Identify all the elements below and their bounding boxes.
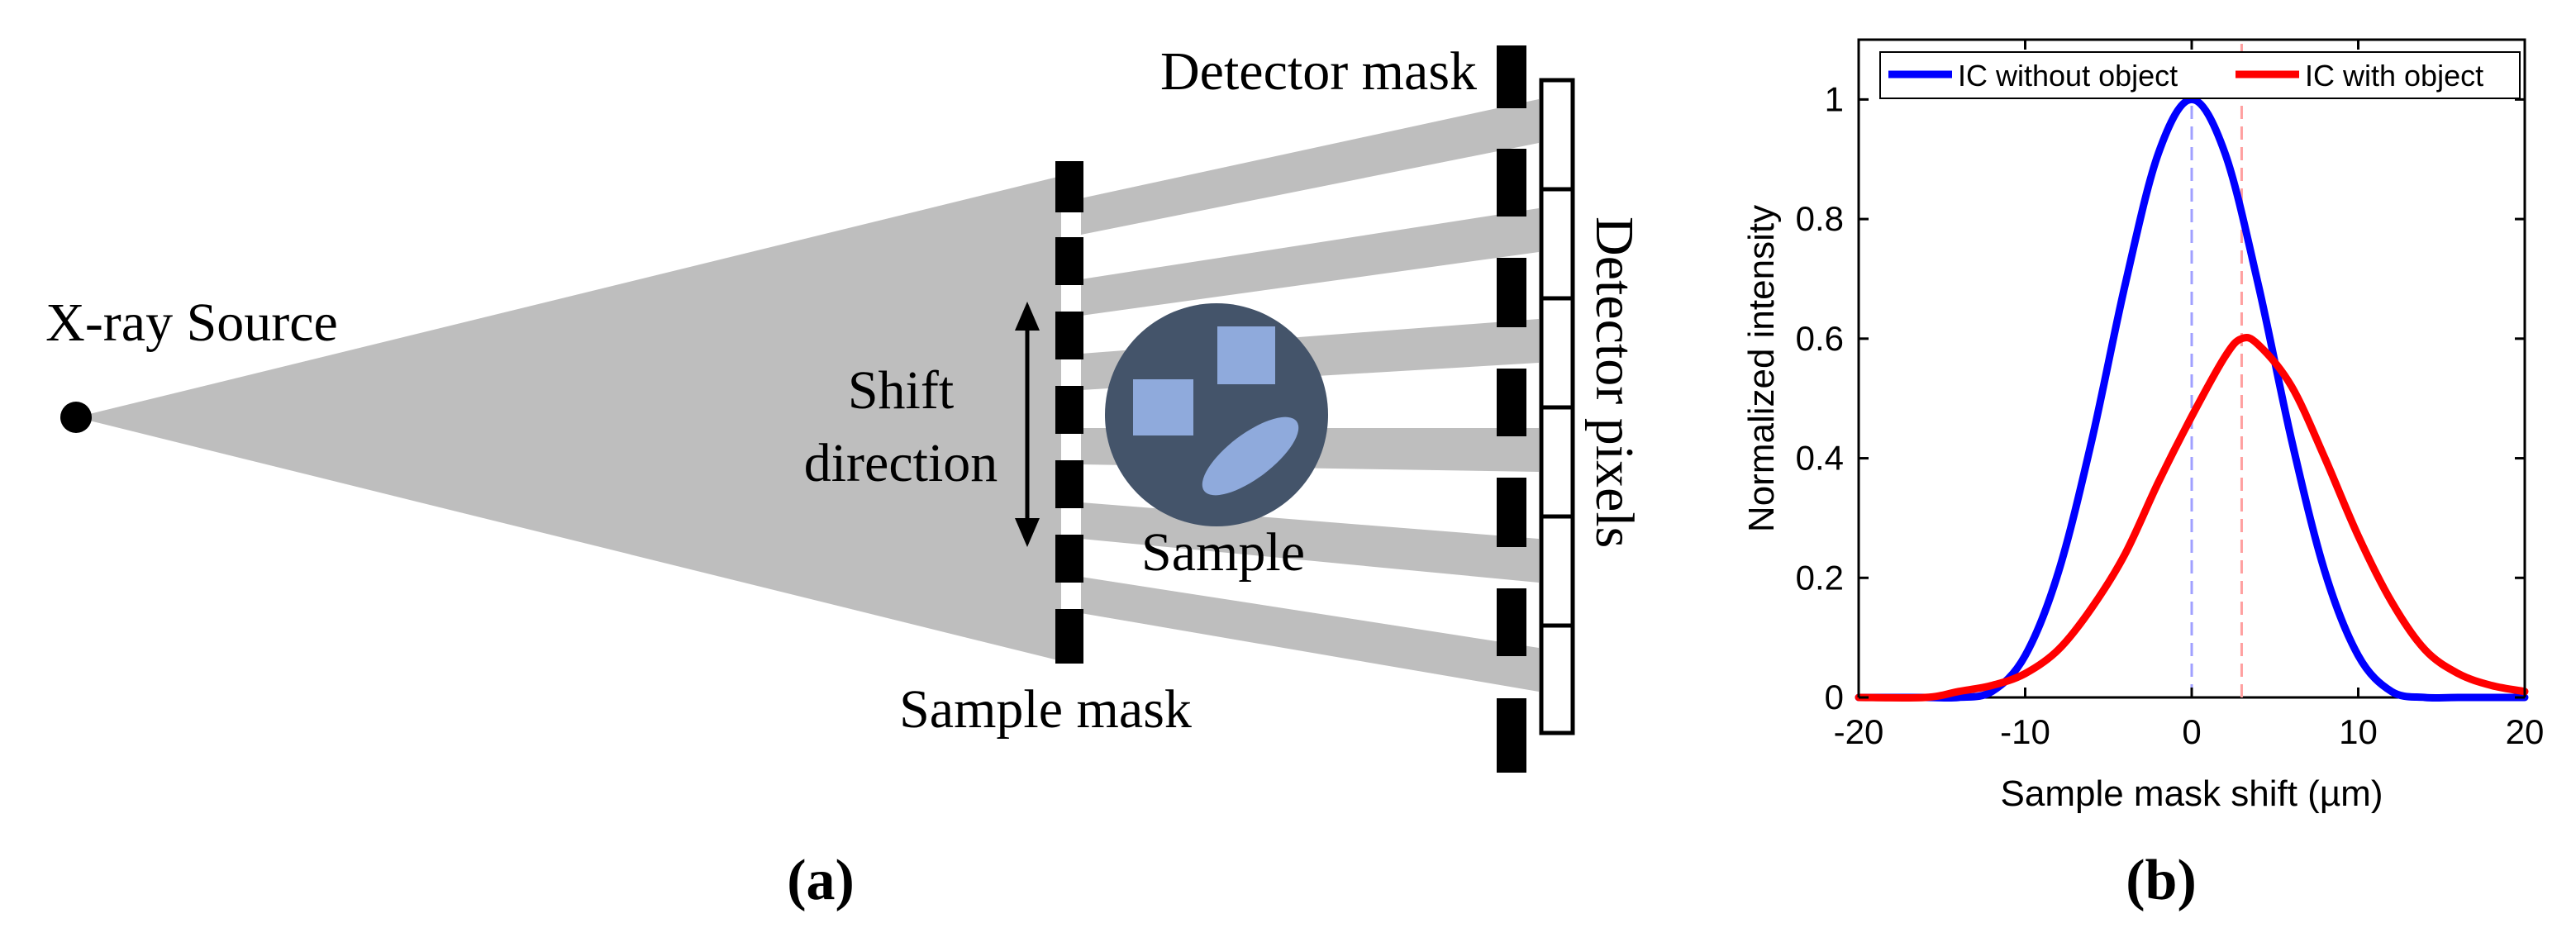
legend-label-without-object: IC without object <box>1958 59 2178 93</box>
y-axis-ticks: 0 0.2 0.4 0.6 0.8 1 <box>1796 79 2525 716</box>
sample-mask-bar <box>1055 312 1083 359</box>
peak-markers <box>2190 40 2243 697</box>
detector-mask <box>1497 45 1526 773</box>
sample-mask-bar <box>1055 386 1083 434</box>
detector-pixel <box>1539 187 1575 301</box>
detector-mask-bar <box>1497 698 1526 773</box>
detector-mask-bar <box>1497 478 1526 547</box>
source-label: X-ray Source <box>45 293 338 353</box>
detector-mask-bar <box>1497 258 1526 327</box>
panel-b-label: (b) <box>2126 849 2197 912</box>
panel-a-label: (a) <box>787 849 855 912</box>
x-axis-label: Sample mask shift (µm) <box>2001 773 2383 814</box>
series-line-without-object <box>1855 95 2529 702</box>
detector-mask-label: Detector mask <box>1160 41 1477 102</box>
detector-pixel <box>1539 78 1575 192</box>
y-axis-label: Normalized intensity <box>1741 205 1782 532</box>
detector-mask-bar <box>1497 149 1526 217</box>
detector-pixel <box>1539 405 1575 519</box>
y-tick-label: 0.8 <box>1796 199 1844 238</box>
sample-mask-label: Sample mask <box>899 679 1192 740</box>
detector-mask-bar <box>1497 369 1526 436</box>
xray-beam-cone <box>76 176 1061 661</box>
sample-square-feature <box>1217 326 1275 384</box>
shift-label-line1: Shift <box>848 360 954 421</box>
sample-ellipse-feature <box>1202 416 1299 496</box>
y-tick-label: 0.2 <box>1796 558 1844 597</box>
legend-box <box>1879 51 2521 99</box>
shift-direction-arrow <box>1015 302 1040 547</box>
beamlet <box>1081 208 1539 316</box>
x-tick-label: -20 <box>1834 712 1884 751</box>
beamlet <box>1081 577 1539 692</box>
x-tick-label: 10 <box>2339 712 2378 751</box>
detector-pixel <box>1539 296 1575 410</box>
sample-mask-bar <box>1055 237 1083 285</box>
y-tick-label: 0.4 <box>1796 439 1844 478</box>
panel-a-diagram: X-ray Source Detector mask Detector pixe… <box>45 41 1645 912</box>
sample <box>1105 303 1328 526</box>
series-layer <box>1855 95 2529 702</box>
detector-pixels <box>1539 78 1575 735</box>
xray-source-point <box>60 402 92 433</box>
x-tick-label: -10 <box>2000 712 2050 751</box>
legend-label-with-object: IC with object <box>2305 59 2483 93</box>
detector-pixels-label: Detector pixels <box>1584 217 1645 548</box>
sample-mask-bar <box>1055 535 1083 583</box>
y-tick-label: 0 <box>1825 678 1844 716</box>
series-line-with-object <box>1855 333 2529 702</box>
detector-mask-bar <box>1497 45 1526 108</box>
legend: IC without object IC with object <box>1879 51 2521 99</box>
sample-mask-bar <box>1055 460 1083 508</box>
sample-mask <box>1055 161 1083 664</box>
shift-label-line2: direction <box>804 433 998 493</box>
sample-mask-bar <box>1055 161 1083 212</box>
beamlet <box>1081 99 1539 235</box>
y-tick-label: 0.6 <box>1796 319 1844 358</box>
y-tick-label: 1 <box>1825 79 1844 118</box>
sample-label: Sample <box>1141 522 1305 583</box>
x-tick-label: 0 <box>2182 712 2201 751</box>
x-tick-label: 20 <box>2506 712 2545 751</box>
detector-pixel <box>1539 514 1575 628</box>
detector-pixel <box>1539 623 1575 735</box>
sample-mask-bar <box>1055 609 1083 664</box>
panel-b-chart: -20 -10 0 10 20 0 0.2 0.4 0.6 0.8 1 Sample mask s… <box>1741 38 2545 912</box>
x-axis-ticks: -20 -10 0 10 20 <box>1834 40 2545 751</box>
sample-square-feature <box>1133 379 1193 435</box>
detector-mask-bar <box>1497 588 1526 656</box>
